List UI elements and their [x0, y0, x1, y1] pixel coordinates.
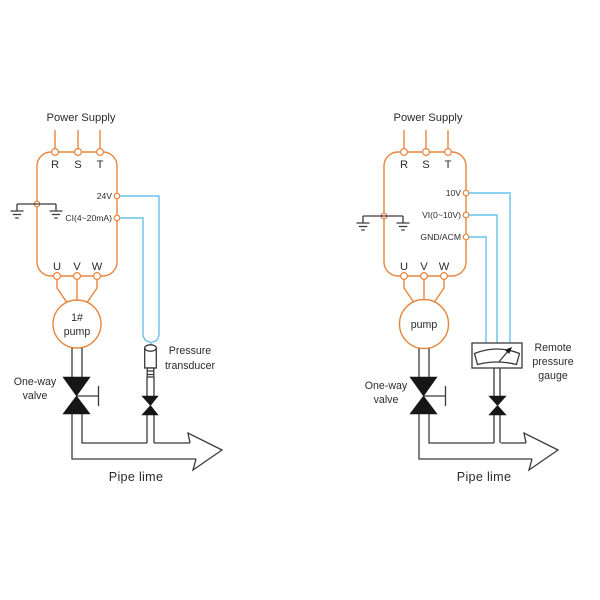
ground-icon — [356, 216, 370, 231]
terminal-r-label: R — [400, 159, 408, 171]
check-valve-label-2: valve — [23, 390, 48, 402]
sensor-label-3: gauge — [538, 370, 568, 382]
pressure-transducer-icon — [144, 344, 157, 443]
terminal-gnd — [462, 233, 470, 241]
check-valve-label-1: One-way — [365, 380, 408, 392]
terminal-w — [440, 272, 449, 281]
power-supply-label: Power Supply — [46, 112, 115, 124]
pump-outlet-pipe — [418, 348, 430, 377]
pump-circle — [52, 299, 102, 349]
terminal-t-label: T — [97, 159, 104, 171]
pump-outlet-pipe — [71, 348, 83, 377]
terminal-v-label: V — [73, 261, 81, 273]
power-supply-label: Power Supply — [393, 112, 462, 124]
terminal-10v-label: 10V — [446, 188, 462, 198]
terminal-gnd-label: GND/ACM — [420, 232, 461, 242]
wire-vi — [469, 214, 498, 343]
sensor-label-1: Remote — [534, 342, 571, 354]
terminal-t-label: T — [445, 159, 452, 171]
motor-leads — [56, 279, 98, 305]
terminal-v — [420, 272, 429, 281]
wire-ci — [120, 217, 151, 343]
one-way-valve-icon — [409, 376, 447, 415]
ground-icon — [396, 216, 410, 231]
wire-10v — [469, 192, 511, 343]
terminal-s — [73, 148, 82, 157]
stop-valve-icon — [141, 395, 159, 416]
power-feed-lines — [403, 130, 449, 149]
valve-stem — [76, 386, 100, 406]
pump-label-2: pump — [64, 326, 91, 338]
terminal-w — [92, 272, 101, 281]
terminal-v-label: V — [420, 261, 428, 273]
diagram-remote-gauge-system: Power Supply R S T 10V VI(0~10V) GND/ACM… — [356, 112, 574, 484]
diagram-pressure-transducer-system: Power Supply R S T 24V CI(4~20mA) U — [10, 112, 224, 484]
terminal-v — [72, 272, 81, 281]
terminal-10v — [462, 189, 470, 197]
check-valve-label-2: valve — [374, 394, 399, 406]
motor-leads — [403, 279, 445, 305]
terminal-u-label: U — [53, 261, 61, 273]
terminal-vi-label: VI(0~10V) — [422, 210, 461, 220]
wire-gnd — [469, 236, 487, 343]
pump-label-1: 1# — [71, 312, 83, 324]
terminal-s-label: S — [422, 159, 429, 171]
terminal-r — [50, 148, 59, 157]
pipe-label: Pipe lime — [457, 470, 512, 484]
terminal-u-label: U — [400, 261, 408, 273]
pump-label-1: pump — [411, 319, 438, 331]
terminal-ci-label: CI(4~20mA) — [65, 213, 112, 223]
terminal-w-label: W — [92, 261, 103, 273]
terminal-s — [422, 148, 431, 157]
gauge-needle-tip — [504, 346, 513, 355]
terminal-vi — [462, 211, 470, 219]
sensor-label-2: transducer — [165, 360, 216, 372]
pipe-label: Pipe lime — [109, 470, 164, 484]
gauge-needle — [498, 350, 509, 363]
stop-valve-icon — [488, 395, 507, 416]
power-feed-lines — [54, 130, 101, 149]
sensor-label-1: Pressure — [169, 345, 211, 357]
terminal-t — [444, 148, 453, 157]
pipe-run — [418, 414, 532, 460]
one-way-valve-icon — [62, 376, 100, 415]
terminal-24v — [113, 192, 121, 200]
terminal-r — [400, 148, 409, 157]
pipe-arrow — [523, 431, 560, 472]
terminal-s-label: S — [74, 159, 81, 171]
valve-stem — [423, 386, 447, 406]
terminal-24v-label: 24V — [97, 191, 113, 201]
ground-icon — [49, 204, 63, 219]
terminal-u — [52, 272, 61, 281]
terminal-w-label: W — [439, 261, 450, 273]
pipe-run — [71, 414, 196, 460]
terminal-u — [400, 272, 409, 281]
check-valve-label-1: One-way — [14, 376, 57, 388]
wire-24v — [120, 195, 160, 343]
ground-icon — [10, 204, 24, 219]
pressure-gauge-icon — [471, 342, 523, 443]
sensor-label-2: pressure — [532, 356, 573, 368]
pipe-arrow — [187, 431, 224, 472]
pump-circle — [398, 298, 450, 350]
terminal-r-label: R — [51, 159, 59, 171]
terminal-t — [95, 148, 104, 157]
terminal-ci — [113, 214, 121, 222]
